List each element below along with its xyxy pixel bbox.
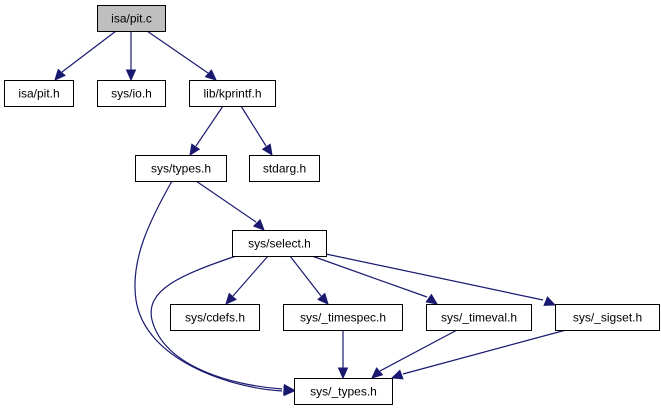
node-label: stdarg.h [263, 162, 306, 176]
node-io-h[interactable]: sys/io.h [97, 80, 166, 107]
node-box[interactable] [232, 230, 327, 257]
arrowhead-icon [283, 383, 296, 395]
node-types-h[interactable]: sys/types.h [135, 155, 227, 182]
edge-timeval_h-to-_types_h [371, 329, 458, 379]
edge-line [289, 255, 322, 297]
node-box[interactable] [135, 155, 227, 182]
arrowhead-icon [390, 369, 404, 380]
edge-line [146, 30, 209, 74]
node-select-h[interactable]: sys/select.h [232, 230, 327, 257]
edge-line [195, 180, 257, 223]
nodes-layer: isa/pit.c isa/pit.h sys/io.h lib/kprintf.h s… [4, 5, 660, 405]
node-label: sys/select.h [248, 237, 311, 251]
node-label: sys/_timespec.h [300, 311, 386, 325]
node-pit-c[interactable]: isa/pit.c [97, 5, 166, 32]
arrowhead-icon [125, 69, 137, 82]
node-cdefs-h[interactable]: sys/cdefs.h [170, 304, 260, 331]
arrowhead-icon [204, 69, 217, 81]
edge-line [311, 255, 428, 298]
edge-timespec_h-to-_types_h [337, 330, 349, 380]
arrowhead-icon [261, 143, 273, 157]
edge-line [150, 255, 283, 390]
node-label: sys/cdefs.h [185, 311, 245, 325]
arrowhead-icon [54, 68, 66, 81]
node-box[interactable] [426, 304, 532, 331]
node-stdarg-h[interactable]: stdarg.h [249, 155, 320, 182]
arrowhead-icon [337, 367, 349, 380]
edge-kprintf_h-to-stdarg_h [240, 105, 273, 157]
edge-line [240, 105, 267, 147]
arrowhead-icon [252, 218, 265, 231]
arrowhead-icon [371, 367, 384, 379]
arrowhead-icon [317, 292, 329, 305]
edge-pit_c-to-kprintf_h [146, 30, 217, 81]
edge-line [402, 329, 567, 375]
node-timeval-h[interactable]: sys/_timeval.h [426, 304, 532, 331]
node-box[interactable] [170, 304, 260, 331]
node-box[interactable] [294, 378, 393, 405]
edge-line [379, 329, 458, 372]
node-label: sys/types.h [151, 162, 211, 176]
edge-line [232, 255, 269, 297]
node-label: sys/_sigset.h [573, 311, 642, 325]
node-pit-h[interactable]: isa/pit.h [4, 80, 74, 107]
edge-pit_c-to-io_h [125, 31, 137, 82]
node-label: lib/kprintf.h [203, 87, 261, 101]
node-sigset-h[interactable]: sys/_sigset.h [555, 304, 660, 331]
edge-types_h-to-_types_h [134, 180, 296, 397]
node-label: isa/pit.h [18, 87, 59, 101]
edge-line [61, 30, 117, 73]
node-box[interactable] [555, 304, 660, 331]
edge-kprintf_h-to-types_h [189, 105, 224, 157]
node-timespec-h[interactable]: sys/_timespec.h [283, 304, 403, 331]
edge-select_h-to-timespec_h [289, 255, 329, 305]
edge-select_h-to-sigset_h [325, 253, 557, 306]
edge-line [134, 180, 283, 392]
edge-pit_c-to-pit_h [54, 30, 117, 81]
node-kprintf-h[interactable]: lib/kprintf.h [189, 80, 276, 107]
node-label: sys/io.h [111, 87, 152, 101]
arrowhead-icon [225, 292, 237, 305]
edge-line [195, 105, 224, 147]
edge-select_h-to-_types_h [150, 255, 296, 395]
arrowhead-icon [189, 143, 201, 157]
node-box[interactable] [283, 304, 403, 331]
node-label: sys/_timeval.h [441, 311, 517, 325]
node-box[interactable] [97, 5, 166, 32]
edge-select_h-to-cdefs_h [225, 255, 269, 305]
edge-select_h-to-timeval_h [311, 255, 438, 305]
node-box[interactable] [249, 155, 320, 182]
node-label: isa/pit.c [111, 12, 152, 26]
node--types-h[interactable]: sys/_types.h [294, 378, 393, 405]
edge-types_h-to-select_h [195, 180, 265, 231]
arrowhead-icon [543, 296, 557, 306]
node-label: sys/_types.h [310, 385, 377, 399]
edge-sigset_h-to-_types_h [390, 329, 567, 380]
node-box[interactable] [97, 80, 166, 107]
node-box[interactable] [4, 80, 74, 107]
node-box[interactable] [189, 80, 276, 107]
edge-line [325, 253, 544, 301]
arrowhead-icon [425, 293, 438, 305]
edges-layer [54, 30, 567, 397]
